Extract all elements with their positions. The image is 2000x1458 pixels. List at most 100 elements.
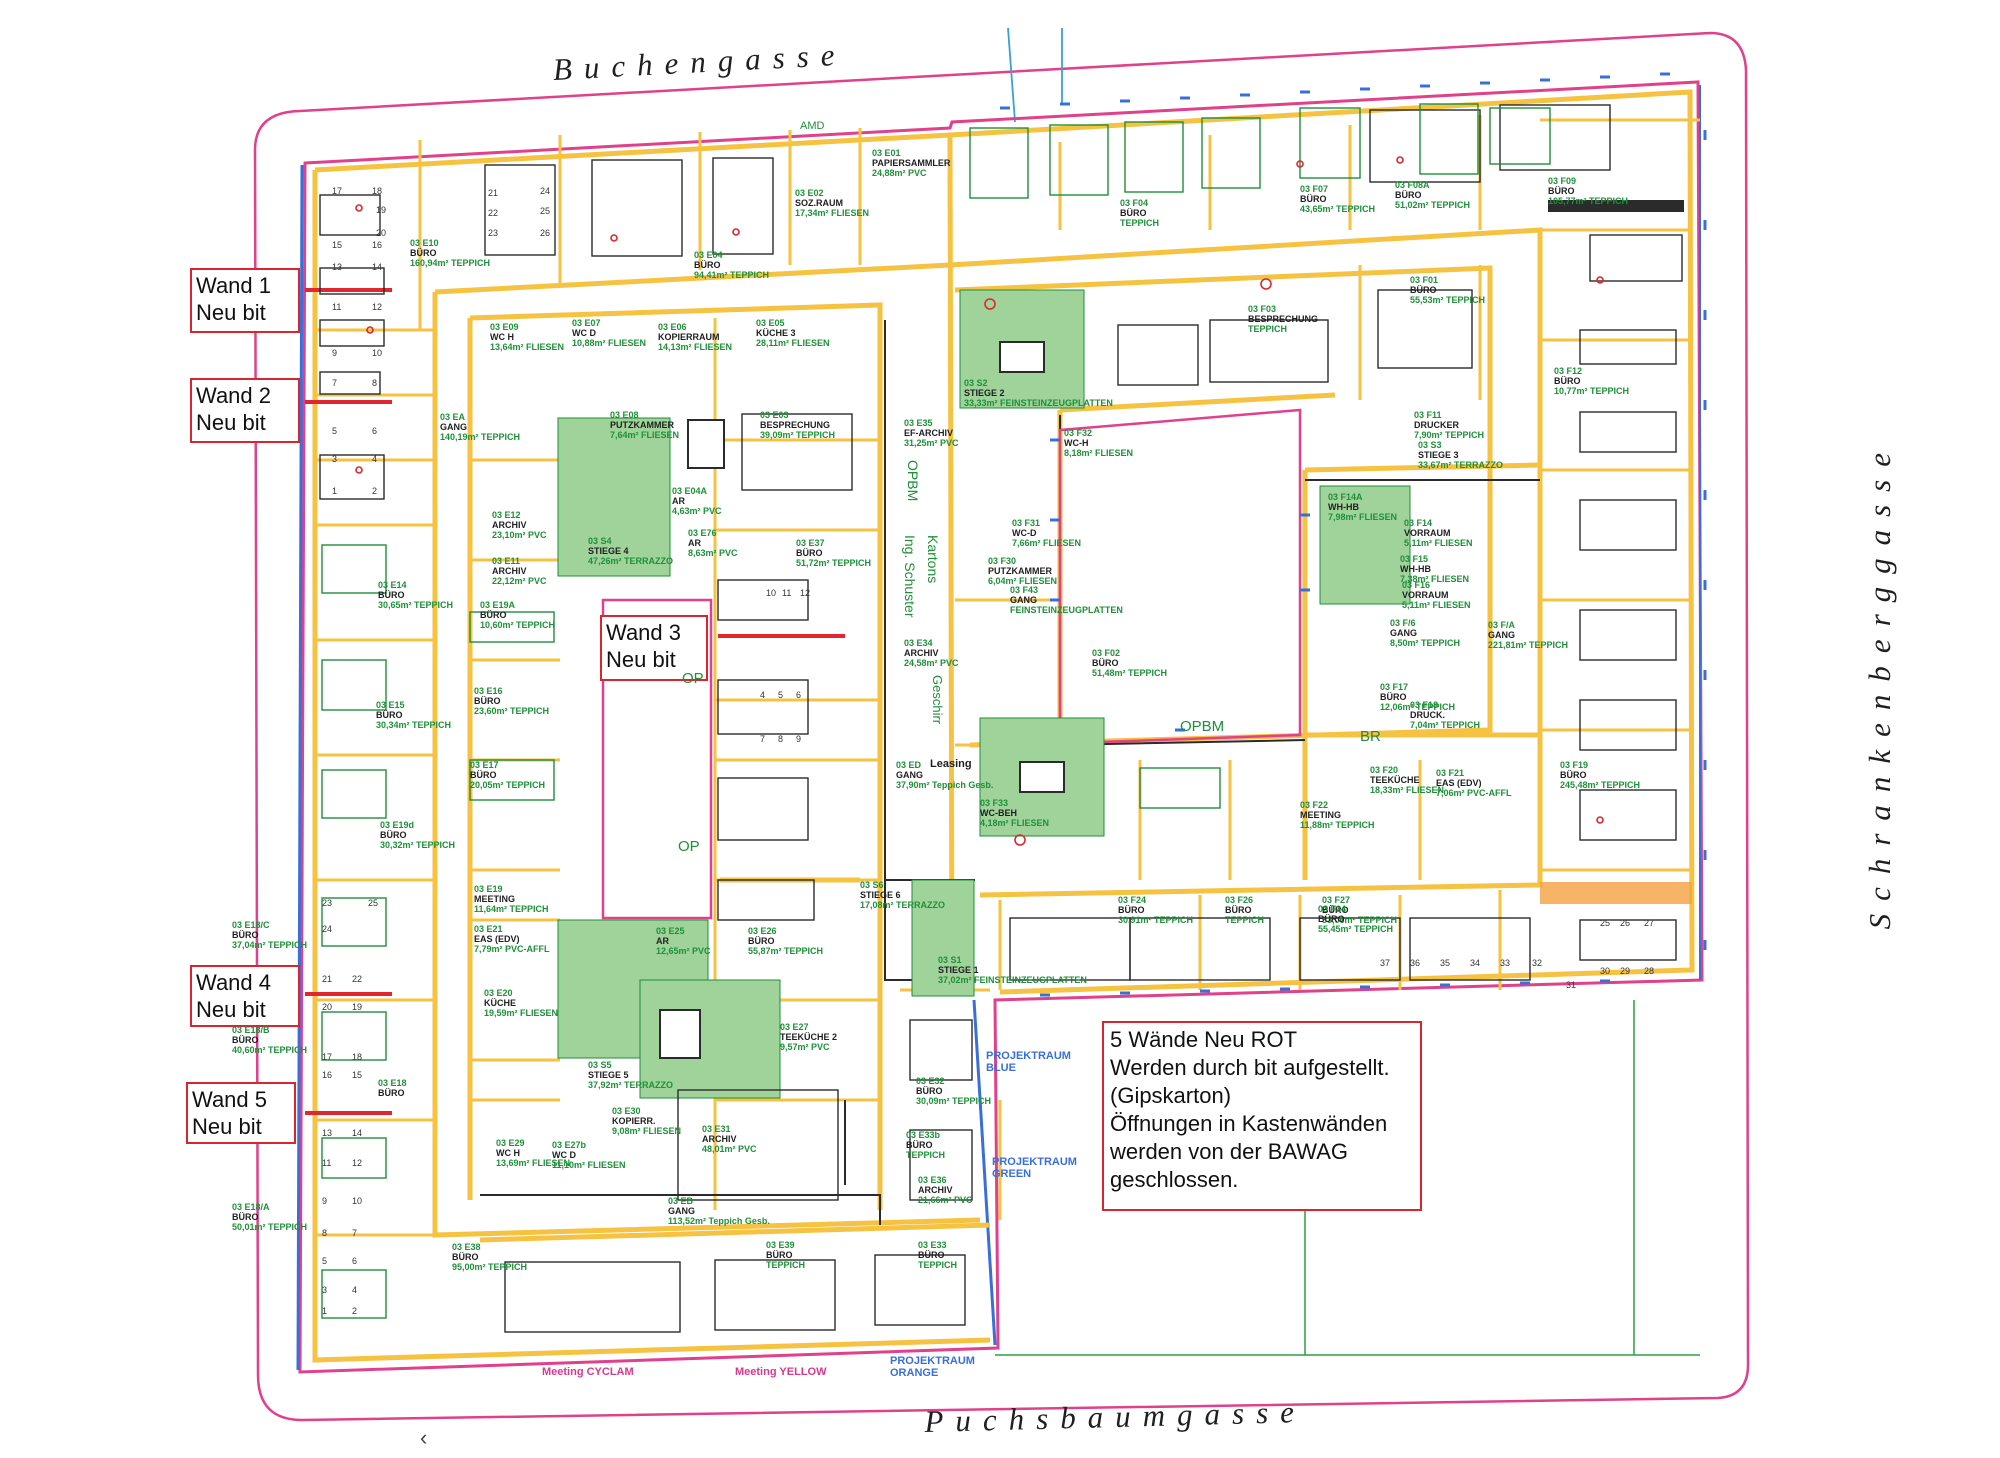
room-info: 8,50m² TEPPICH [1390, 638, 1461, 648]
room-code: 03 E31 [702, 1124, 731, 1134]
room-name: BÜRO [474, 696, 501, 706]
room-code: 03 F04 [1120, 198, 1149, 208]
room-info: 7,90m² TEPPICH [1414, 430, 1485, 440]
room-code: 03 F/A [1488, 620, 1516, 630]
room-info: 50,01m² TEPPICH [232, 1222, 308, 1232]
room-name: BESPRECHUNG [760, 420, 831, 430]
room-info: TEPPICH [1248, 324, 1288, 334]
seat-number: 7 [332, 378, 338, 388]
room-code: 03 F15 [1400, 554, 1429, 564]
street-name-right: Schrankenberggasse [1862, 440, 1897, 930]
room-code: 03 F09 [1548, 176, 1577, 186]
note-line: geschlossen. [1110, 1167, 1239, 1192]
room-info: 17,34m² FLIESEN [795, 208, 870, 218]
seat-number: 11 [782, 588, 792, 598]
seat-number: 12 [800, 588, 811, 598]
wall-callout-subtitle: Neu bit [606, 647, 676, 672]
seat-number: 16 [372, 240, 383, 250]
seat-number: 27 [1644, 918, 1655, 928]
seat-number: 18 [372, 186, 383, 196]
room-info: 39,09m² TEPPICH [760, 430, 836, 440]
room-code: 03 E33 [918, 1240, 947, 1250]
project-room-blue: PROJEKTRAUM BLUE [986, 1050, 1071, 1074]
room-name: BÜRO [410, 248, 437, 258]
seat-number: 6 [796, 690, 802, 700]
room-code: 03 E37 [796, 538, 825, 548]
room-info: 12,06m² TEPPICH [1380, 702, 1456, 712]
seat-number: 25 [540, 206, 551, 216]
seat-number: 31 [1566, 980, 1577, 990]
room-code: 03 E20 [484, 988, 513, 998]
room-name: WH-HB [1400, 564, 1431, 574]
seat-number: 17 [332, 186, 343, 196]
room-code: 03 E19d [380, 820, 415, 830]
room-info: 160,94m² TEPPICH [410, 258, 491, 268]
seat-number: 24 [540, 186, 551, 196]
room-info: 24,88m² PVC [872, 168, 927, 178]
seat-number: 9 [796, 734, 802, 744]
room-info: 8,18m² FLIESEN [1064, 448, 1134, 458]
room-info: 28,11m² FLIESEN [756, 338, 830, 348]
room-info: 221,81m² TEPPICH [1488, 640, 1569, 650]
room-name: GANG [1390, 628, 1417, 638]
room-name: TEEKÜCHE [1370, 775, 1420, 785]
seat-number: 6 [352, 1256, 358, 1266]
room-code: 03 S4 [588, 536, 612, 546]
room-code: 03 F/6 [1390, 618, 1416, 628]
seat-number: 7 [760, 734, 766, 744]
room-code: 03 F01 [1410, 275, 1439, 285]
room-code: 03 S3 [1418, 440, 1442, 450]
red-circles [355, 156, 1604, 846]
room-code: 03 E17 [470, 760, 499, 770]
room-info: 37,92m² TERRAZZO [588, 1080, 674, 1090]
room-code: 03 E38 [452, 1242, 481, 1252]
wall-callout-subtitle: Neu bit [196, 300, 266, 325]
wall-callout-title: Wand 4 [196, 970, 272, 995]
room-info: 105,77m² TEPPICH [1548, 196, 1629, 206]
room-code: 03 F43 [1010, 585, 1039, 595]
room-name: WC-BEH [980, 808, 1017, 818]
room-info: 31,25m² PVC [904, 438, 959, 448]
wall-callout-subtitle: Neu bit [196, 410, 266, 435]
room-name: WC D [552, 1150, 576, 1160]
room-code: 03 E27 [780, 1022, 809, 1032]
room-info: 11,64m² TEPPICH [474, 904, 549, 914]
seat-number: 11 [322, 1158, 332, 1168]
room-code: 03 S5 [588, 1060, 612, 1070]
orange-marker [1540, 882, 1692, 904]
room-info: 51,02m² TEPPICH [1395, 200, 1471, 210]
room-code: 03 E04A [672, 486, 708, 496]
room-info: 5,11m² FLIESEN [1404, 538, 1473, 548]
room-name: SOZ.RAUM [795, 198, 843, 208]
room-code: 03 E18 [378, 1078, 407, 1088]
seat-number: 3 [322, 1285, 328, 1295]
wall-callout-2: Wand 2 Neu bit [190, 378, 300, 443]
seat-number: 24 [322, 924, 333, 934]
room-name: PUTZKAMMER [988, 566, 1052, 576]
room-info: 6,04m² FLIESEN [988, 576, 1058, 586]
radiator-rail [1548, 200, 1684, 212]
room-name: BÜRO [1395, 190, 1422, 200]
room-name: KÜCHE [484, 998, 517, 1008]
room-info: TEPPICH [918, 1260, 958, 1270]
room-code: 03 E14 [378, 580, 407, 590]
room-info: 245,48m² TEPPICH [1560, 780, 1641, 790]
